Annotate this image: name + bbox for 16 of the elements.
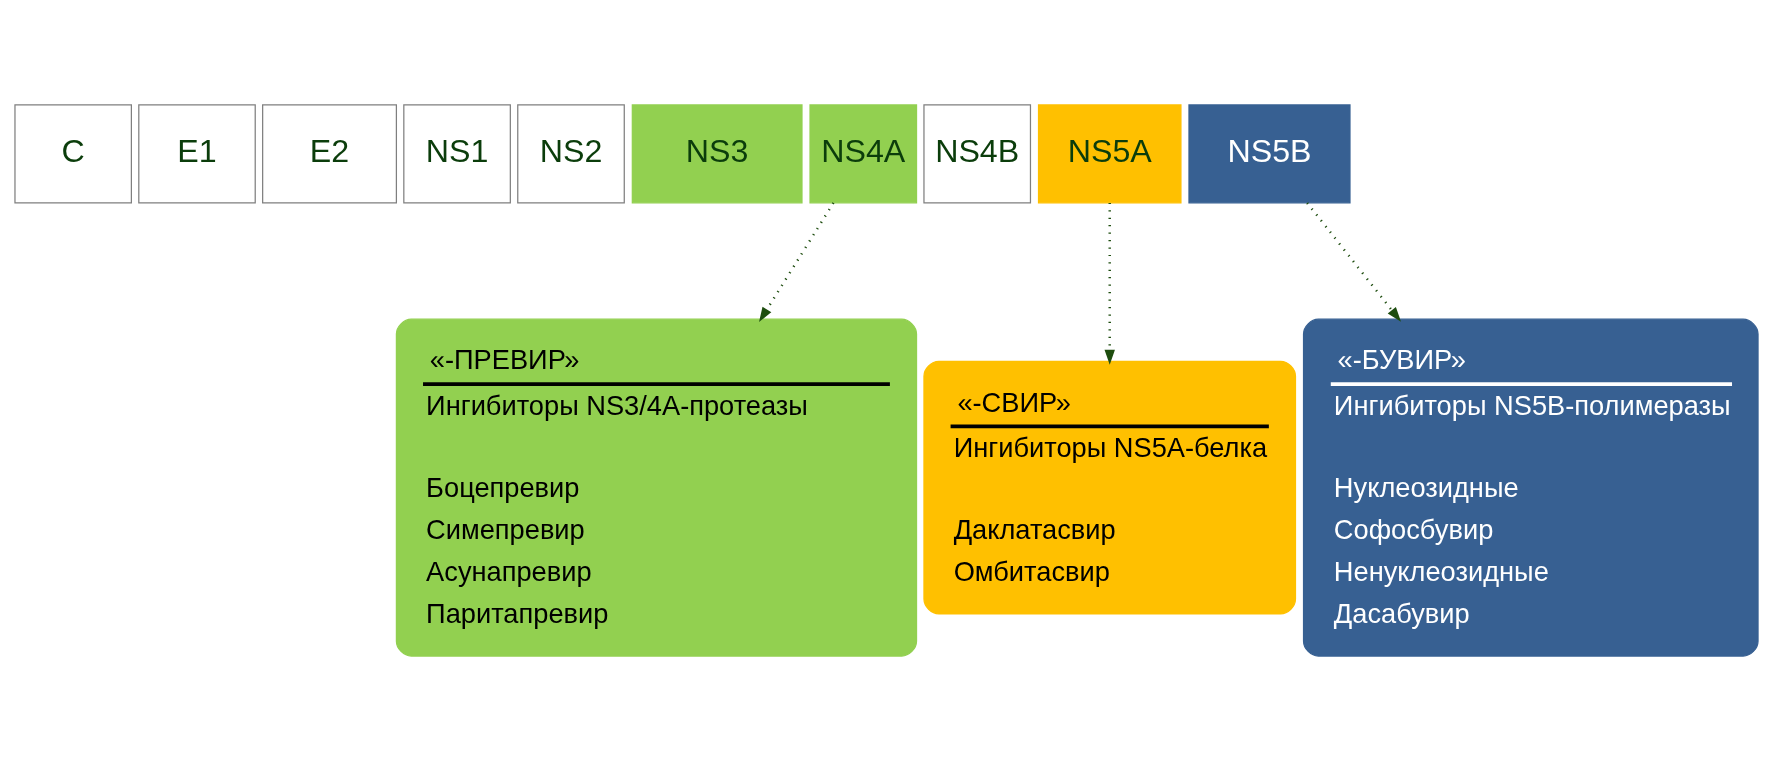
node-box: NS5B	[1187, 104, 1351, 204]
node-box: NS4A	[808, 104, 917, 204]
node-box: C	[13, 104, 132, 204]
node-box: NS3	[631, 104, 803, 204]
node-box: NS1	[402, 104, 511, 204]
arrow	[1305, 202, 1401, 322]
arrow	[758, 202, 834, 323]
node-box: E1	[137, 104, 256, 204]
arrow	[1104, 202, 1115, 365]
node-box: «-ПРЕВИР» Ингибиторы NS3/4A-протеазы Боцепревир Симепревир Асунапревир Паритапревир	[395, 318, 917, 657]
node-box: E2	[261, 104, 397, 204]
node-box: NS4B	[922, 104, 1031, 204]
node-box: NS5A	[1037, 104, 1182, 204]
node-box: «-СВИР» Ингибиторы NS5A-белка Даклатасвир Омбитасвир	[922, 360, 1296, 615]
node-box: NS2	[516, 104, 625, 204]
node-box: «-БУВИР» Ингибиторы NS5B-полимеразы Нуклеозидные Софосбувир Ненуклеозидные Дасабувир	[1302, 318, 1759, 657]
